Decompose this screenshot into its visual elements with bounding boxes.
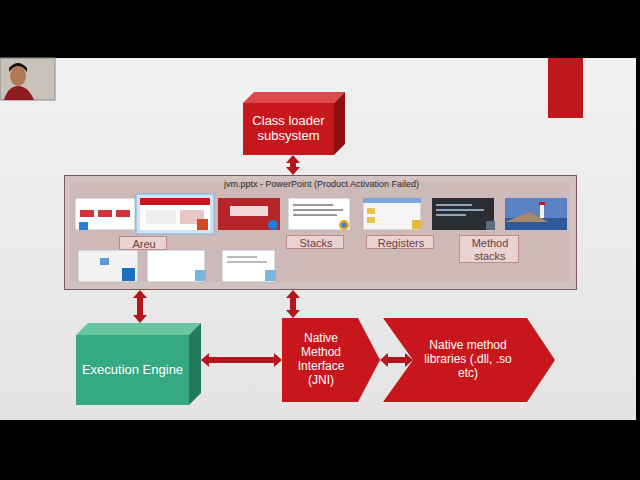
native-libraries-chevron: Native method libraries (.dll, .so etc) xyxy=(383,318,555,402)
class-loader-box: Class loader subsystem xyxy=(243,92,345,155)
text-block: Method stacks xyxy=(462,237,518,262)
jni-arrow-box: Native Method Interface (JNI) xyxy=(282,318,380,402)
text-block: Native method libraries (.dll, .so etc) xyxy=(413,339,523,380)
text-block: jvm.pptx - PowerPoint (Product Activatio… xyxy=(65,179,578,189)
node-label: Method stacks xyxy=(462,237,518,262)
runtime-data-band: jvm.pptx - PowerPoint (Product Activatio… xyxy=(64,175,577,290)
node-label: Class loader subsystem xyxy=(243,114,334,144)
double-block-arrow xyxy=(133,290,147,323)
pentagon-arrow xyxy=(282,318,380,402)
memory-area-tag: Areu xyxy=(119,236,167,250)
text-block: Stacks xyxy=(289,237,343,250)
text-area: Method stacks xyxy=(462,236,518,264)
text-area: Native method libraries (.dll, .so etc) xyxy=(413,322,523,398)
text-block: Registers xyxy=(369,237,433,250)
cube-top-face xyxy=(243,92,345,103)
text-area: jvm.pptx - PowerPoint (Product Activatio… xyxy=(65,179,578,193)
node-label: jvm.pptx - PowerPoint (Product Activatio… xyxy=(65,179,578,189)
execution-engine-box: Execution Engine xyxy=(76,323,201,405)
double-block-arrow xyxy=(286,155,300,175)
node-label: Execution Engine xyxy=(76,363,189,378)
memory-area-tag: Stacks xyxy=(286,235,344,249)
cube-top-face xyxy=(76,323,201,335)
cube-front-face xyxy=(76,335,189,405)
cube-side-face xyxy=(189,323,201,405)
text-area: Areu xyxy=(122,237,166,251)
node-label: Stacks xyxy=(289,237,343,250)
text-area: Class loader subsystem xyxy=(243,103,334,155)
text-block: Class loader subsystem xyxy=(243,114,334,144)
node-label: Native method libraries (.dll, .so etc) xyxy=(413,339,523,380)
chevron-arrow xyxy=(383,318,555,402)
text-area: Native Method Interface (JNI) xyxy=(286,322,356,398)
text-block: Execution Engine xyxy=(76,363,189,378)
text-block: Areu xyxy=(122,238,166,251)
node-label: Registers xyxy=(369,237,433,250)
cube-front-face xyxy=(243,103,334,155)
memory-area-tag: Method stacks xyxy=(459,235,519,263)
node-label: Native Method Interface (JNI) xyxy=(286,332,356,387)
double-block-arrow xyxy=(286,290,300,318)
text-area: Execution Engine xyxy=(76,335,189,405)
text-area: Registers xyxy=(369,236,433,250)
memory-area-tag: Registers xyxy=(366,235,434,249)
node-label: Areu xyxy=(122,238,166,251)
text-block: Native Method Interface (JNI) xyxy=(286,332,356,387)
double-block-arrow xyxy=(201,353,282,367)
double-block-arrow xyxy=(380,353,413,367)
text-area: Stacks xyxy=(289,236,343,250)
cube-side-face xyxy=(334,92,345,155)
